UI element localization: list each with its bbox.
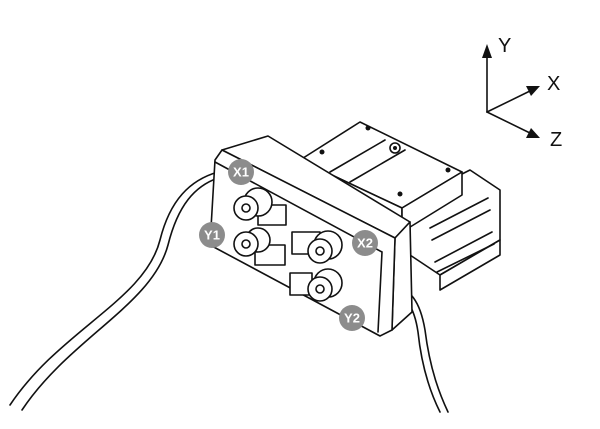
badge-x2: X2 xyxy=(352,230,378,256)
svg-text:X1: X1 xyxy=(233,165,249,180)
badge-x1: X1 xyxy=(228,159,254,185)
axis-x-label: X xyxy=(547,73,560,95)
svg-text:Y1: Y1 xyxy=(204,228,220,243)
y-arrow-icon xyxy=(482,44,492,58)
axis-triad: Y X Z xyxy=(482,35,562,151)
knob-x1[interactable] xyxy=(233,187,287,226)
left-cable xyxy=(9,171,219,406)
z-arrow-icon xyxy=(526,128,540,138)
knob-y1[interactable] xyxy=(233,227,286,266)
svg-text:Y2: Y2 xyxy=(344,311,360,326)
x-arrow-icon xyxy=(526,86,540,96)
knob-x2[interactable] xyxy=(291,230,343,264)
badge-y2: Y2 xyxy=(339,305,365,331)
svg-text:X2: X2 xyxy=(357,236,373,251)
axis-z-label: Z xyxy=(550,129,562,151)
left-cable-inner xyxy=(21,177,219,411)
badge-y1: Y1 xyxy=(199,222,225,248)
axis-y-label: Y xyxy=(498,35,511,57)
knob-y2[interactable] xyxy=(289,268,343,302)
